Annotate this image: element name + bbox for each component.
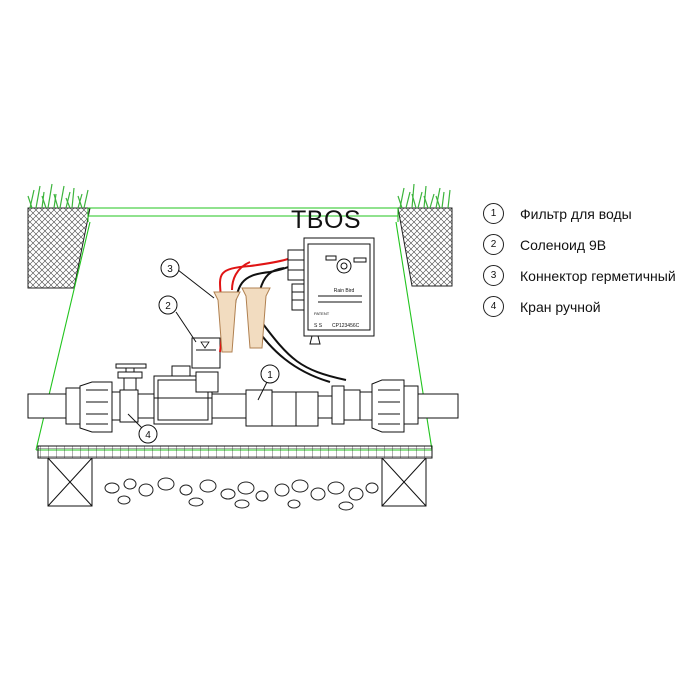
grass-right bbox=[397, 183, 451, 209]
callout-leaders bbox=[127, 269, 269, 429]
module-serial: CP123456C bbox=[332, 323, 360, 329]
callout-2: 2 bbox=[158, 295, 178, 315]
legend-number: 2 bbox=[483, 234, 504, 255]
legend-label: Фильтр для воды bbox=[520, 205, 632, 222]
legend-item-3: 3 Коннектор герметичный bbox=[483, 260, 698, 291]
legend-item-1: 1 Фильтр для воды bbox=[483, 198, 698, 229]
coupling-right bbox=[359, 379, 419, 433]
legend-label: Кран ручной bbox=[520, 298, 601, 315]
manual-valve bbox=[115, 363, 147, 423]
legend-item-4: 4 Кран ручной bbox=[483, 291, 698, 322]
main-pipe bbox=[27, 393, 459, 419]
solenoid-valve bbox=[153, 337, 221, 425]
legend: 1 Фильтр для воды 2 Соленоид 9В 3 Коннек… bbox=[483, 198, 698, 322]
soil-left bbox=[27, 207, 91, 289]
gravel-bed bbox=[104, 477, 379, 511]
legend-number: 4 bbox=[483, 296, 504, 317]
soil-right bbox=[397, 207, 453, 287]
module-brand: Rain Bird bbox=[334, 288, 355, 294]
support-block-left bbox=[47, 457, 93, 507]
waterproof-connectors bbox=[213, 287, 271, 353]
grass-left bbox=[27, 183, 89, 209]
legend-label: Коннектор герметичный bbox=[520, 267, 676, 284]
callout-3: 3 bbox=[160, 258, 180, 278]
callout-1: 1 bbox=[260, 364, 280, 384]
support-slab bbox=[37, 445, 433, 459]
legend-label: Соленоид 9В bbox=[520, 236, 607, 253]
legend-number: 3 bbox=[483, 265, 504, 286]
callout-2-label: 2 bbox=[165, 301, 171, 312]
diagram-title: TBOS bbox=[291, 206, 362, 234]
legend-item-2: 2 Соленоид 9В bbox=[483, 229, 698, 260]
callout-4-label: 4 bbox=[145, 430, 151, 441]
coupling-left bbox=[65, 381, 121, 433]
callout-3-label: 3 bbox=[167, 264, 173, 275]
callout-4: 4 bbox=[138, 424, 158, 444]
water-filter bbox=[245, 385, 361, 427]
tbos-module bbox=[287, 237, 375, 345]
module-patent: PATENT bbox=[314, 311, 330, 316]
support-block-right bbox=[381, 457, 427, 507]
module-ss: S S bbox=[314, 323, 323, 329]
callout-1-label: 1 bbox=[267, 370, 273, 381]
legend-number: 1 bbox=[483, 203, 504, 224]
